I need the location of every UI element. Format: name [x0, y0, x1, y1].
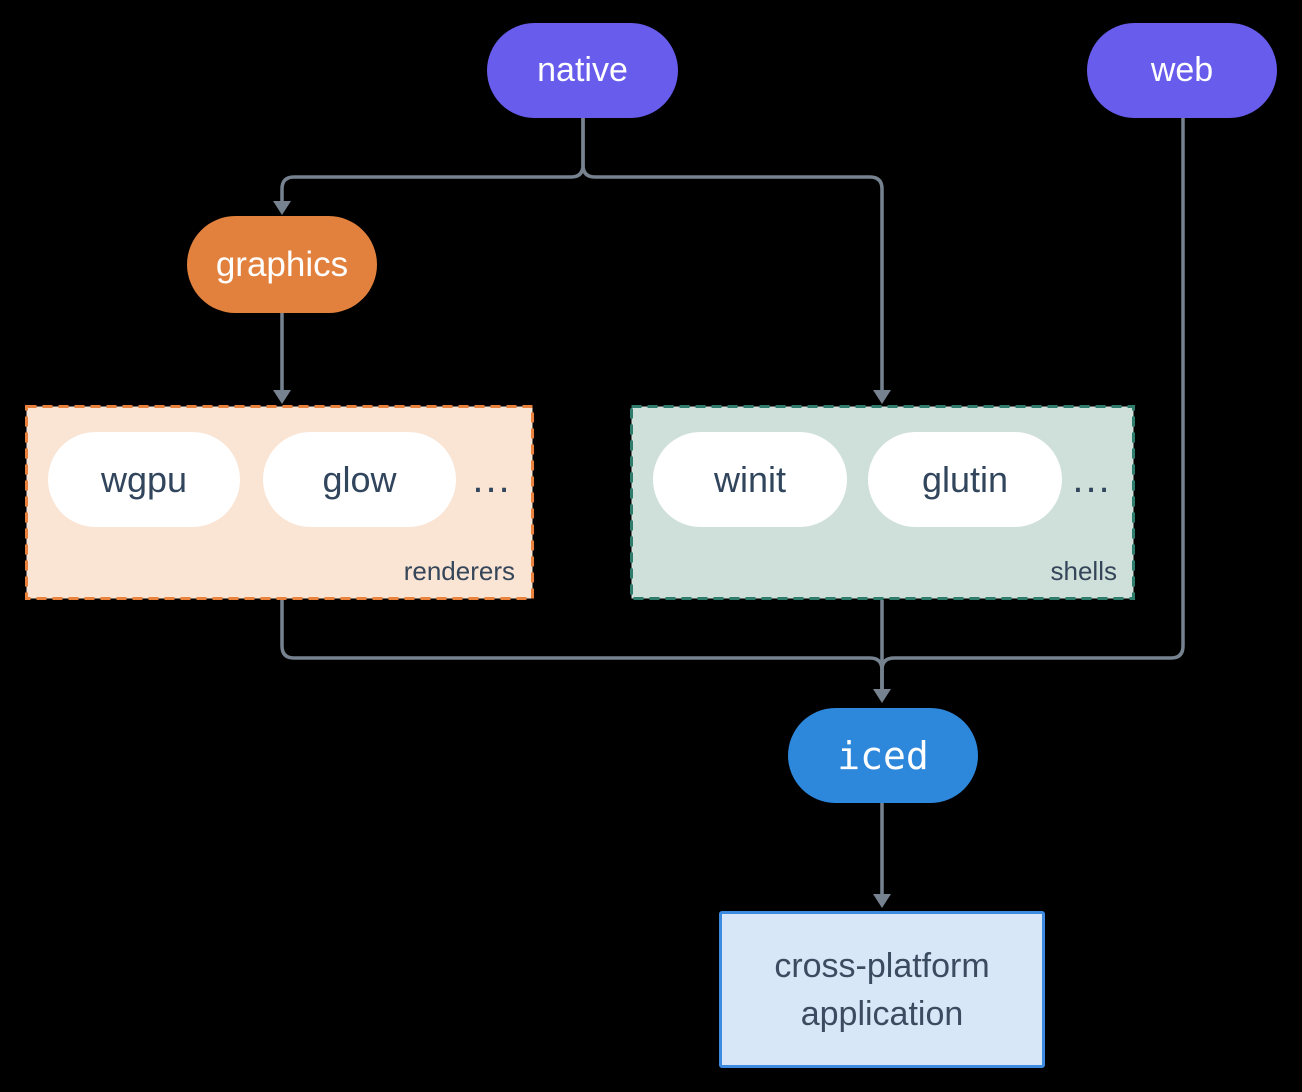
node-winit-label: winit — [713, 458, 787, 500]
node-web: web — [1087, 23, 1277, 118]
node-cross-platform-application: cross-platform application — [719, 911, 1045, 1068]
node-glow: glow — [263, 432, 456, 527]
arrowhead-into-iced — [873, 689, 891, 703]
edge-web-to-iced — [880, 118, 1185, 690]
node-wgpu: wgpu — [48, 432, 240, 527]
node-glutin: glutin — [868, 432, 1062, 527]
app-label-line2: application — [800, 994, 964, 1033]
node-web-label: web — [1150, 51, 1214, 89]
node-graphics-label: graphics — [215, 244, 349, 284]
node-iced-label: iced — [837, 733, 929, 778]
node-wgpu-label: wgpu — [100, 458, 188, 500]
edge-renderers-to-iced — [280, 600, 884, 690]
arrowhead-into-app — [873, 894, 891, 908]
node-glutin-label: glutin — [921, 458, 1009, 500]
shells-caption: shells — [1050, 556, 1117, 586]
shells-ellipsis: ... — [1072, 457, 1112, 501]
renderers-ellipsis: ... — [472, 457, 512, 501]
edge-native-to-shells — [581, 118, 884, 391]
arrowhead-into-shells — [873, 390, 891, 404]
arrowhead-into-renderers — [273, 390, 291, 404]
arrowhead-into-graphics — [273, 201, 291, 215]
app-label-line1: cross-platform — [774, 946, 990, 985]
edge-native-to-graphics — [280, 118, 585, 202]
node-native-label: native — [537, 51, 628, 89]
node-glow-label: glow — [322, 458, 397, 500]
renderers-caption: renderers — [403, 556, 515, 586]
node-winit: winit — [653, 432, 847, 527]
node-iced: iced — [788, 708, 978, 803]
node-native: native — [487, 23, 678, 118]
node-graphics: graphics — [187, 216, 377, 313]
